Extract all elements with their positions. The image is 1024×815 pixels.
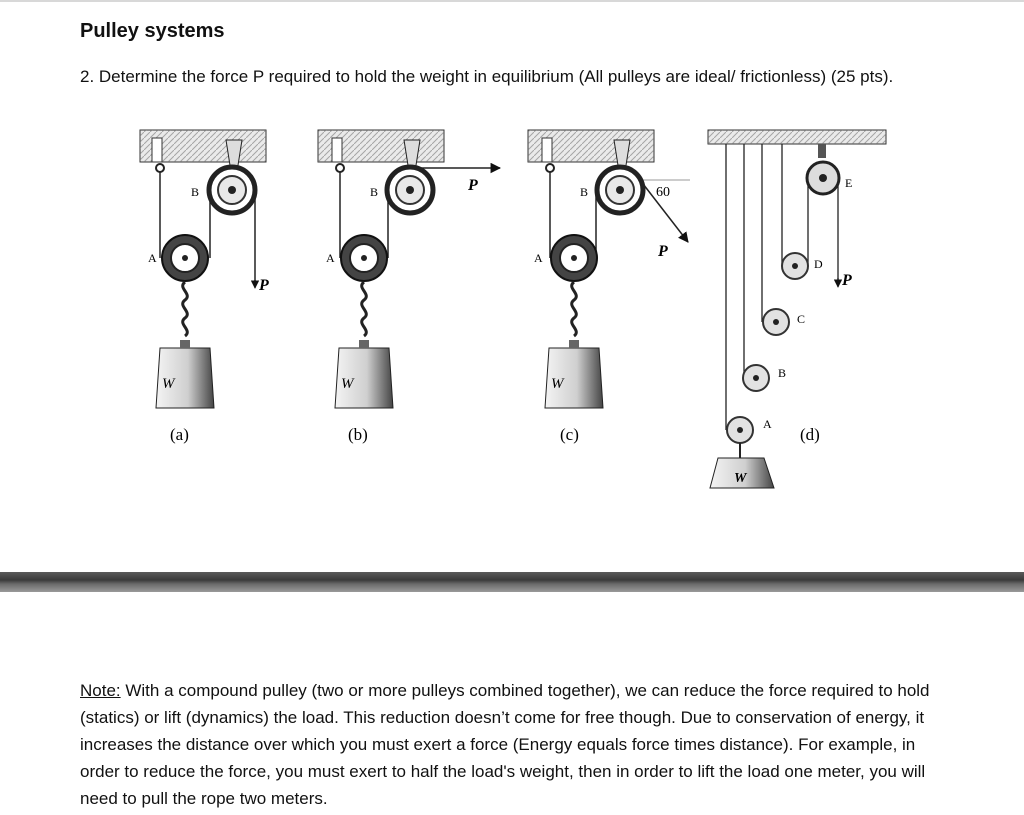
note-text: With a compound pulley (two or more pull… [80,681,930,808]
caption-a: (a) [170,425,189,444]
weight-label-a: W [162,376,176,392]
caption-d: (d) [800,425,820,444]
pulley-label-e-d: E [845,176,852,190]
force-label-d: P [841,272,852,289]
diagram-c: W B A 60 P (c) [527,129,690,444]
weight-label-c: W [551,376,565,392]
pulley-label-c-d: C [797,312,805,326]
pulley-label-b-d: B [778,366,786,380]
force-label-b: P [467,177,478,194]
top-border [0,0,1024,2]
pulley-figure: W B A P (a) W B A P (b) [139,129,887,489]
note-label: Note: [80,681,121,700]
pulley-label-d-d: D [814,257,823,271]
caption-c: (c) [560,425,579,444]
force-label-a: P [258,277,269,294]
pulley-label-b-c: B [580,185,588,199]
question-text: 2. Determine the force P required to hol… [80,67,894,86]
page-separator [0,572,1024,592]
diagram-b: W B A P (b) [317,129,502,444]
pulley-label-a-b: A [326,251,335,265]
diagram-d: W P E D C B A (d) [707,129,887,489]
weight-label-d: W [734,471,748,486]
page-title: Pulley systems [80,20,225,42]
angle-label-c: 60 [656,185,670,200]
diagram-a: W B A P (a) [139,129,269,444]
pulley-label-a-d: A [763,417,772,431]
pulley-label-b-b: B [370,185,378,199]
caption-b: (b) [348,425,368,444]
note-paragraph: Note: With a compound pulley (two or mor… [80,677,950,812]
pulley-label-a-a: A [148,251,157,265]
pulley-label-a-c: A [534,251,543,265]
pulley-label-b-a: B [191,185,199,199]
force-label-c: P [657,243,668,260]
weight-label-b: W [341,376,355,392]
